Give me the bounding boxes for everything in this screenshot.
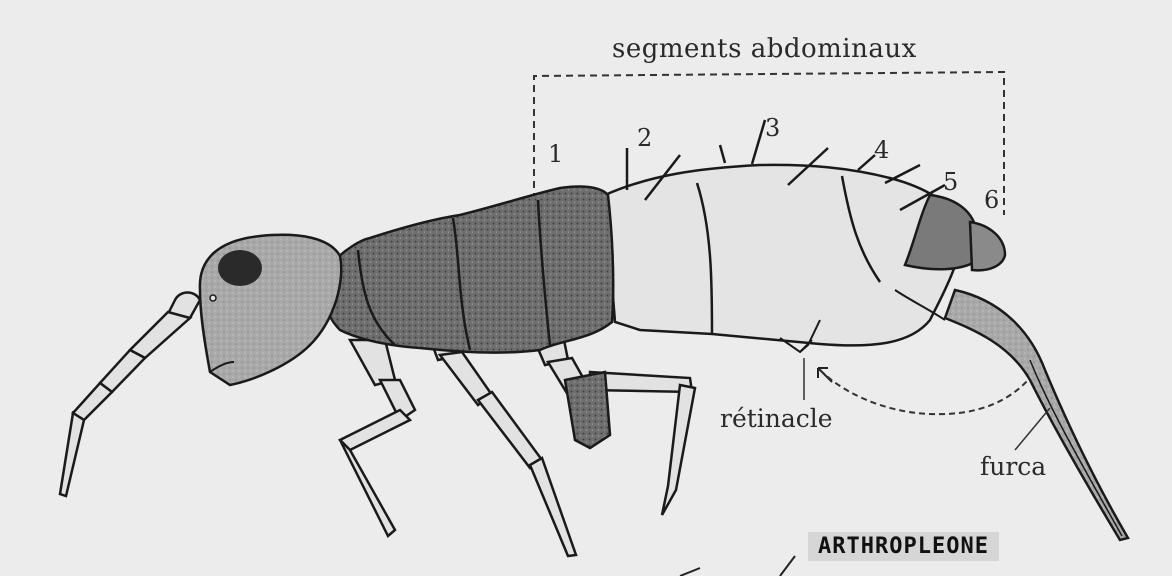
segment-number-4: 4 [874, 136, 889, 164]
segment-6-shape [970, 222, 1005, 270]
leg-1 [340, 340, 415, 536]
furca-fold-arc [820, 370, 1030, 414]
segment-number-3: 3 [765, 114, 780, 142]
leg-3 [530, 326, 695, 515]
group-label: ARTHROPLEONE [808, 532, 999, 561]
segment-number-1: 1 [548, 140, 563, 168]
retinacle-label: rétinacle [720, 404, 833, 433]
thorax-dark [324, 186, 613, 352]
furca-shape [945, 290, 1128, 540]
segment-number-5: 5 [943, 168, 958, 196]
diagram-title: segments abdominaux [612, 34, 917, 64]
furca-leader [1015, 408, 1050, 450]
ventral-tube [565, 372, 610, 448]
head-shape [200, 235, 341, 385]
antenna [60, 293, 200, 497]
segment-number-2: 2 [637, 124, 652, 152]
furca-label: furca [980, 452, 1046, 481]
segment-number-6: 6 [984, 186, 999, 214]
eye-patch [218, 250, 262, 286]
